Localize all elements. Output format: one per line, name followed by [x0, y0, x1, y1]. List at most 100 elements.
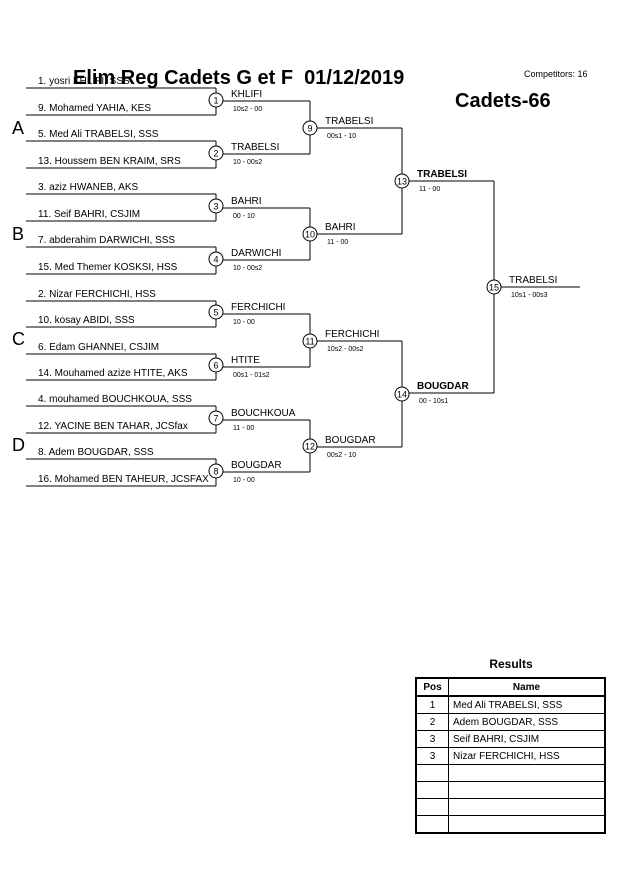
entry-label: 12. YACINE BEN TAHAR, JCSfax	[38, 421, 188, 432]
entry-label: 8. Adem BOUGDAR, SSS	[38, 447, 154, 458]
result-name	[448, 798, 606, 816]
match-winner-name: BOUCHKOUA	[231, 408, 296, 419]
match-score: 11 - 00	[327, 239, 348, 246]
match-number: 8	[213, 467, 218, 477]
match-number-circle	[208, 463, 224, 479]
match-winner-name: KHLIFI	[231, 89, 262, 100]
match-winner-name: BAHRI	[231, 196, 262, 207]
match-winner-name: TRABELSI	[417, 169, 467, 180]
entry-label: 6. Edam GHANNEI, CSJIM	[38, 342, 159, 353]
match-number-circle	[208, 410, 224, 426]
match-number: 12	[305, 442, 315, 452]
match-score: 10 - 00s2	[233, 265, 262, 272]
entry-label: 3. aziz HWANEB, AKS	[38, 182, 139, 193]
match-number: 15	[489, 283, 499, 293]
entry-label: 13. Houssem BEN KRAIM, SRS	[38, 156, 181, 167]
category-title: Cadets-66	[455, 90, 551, 112]
result-pos: 3	[415, 747, 449, 765]
match-score: 00s1 - 01s2	[233, 372, 270, 379]
pool-label: C	[12, 329, 25, 349]
entry-label: 1. yosri KHLIFI, SSS	[38, 76, 130, 87]
match-winner-name: HTITE	[231, 355, 260, 366]
match-winner-name: TRABELSI	[509, 275, 557, 286]
match-score: 10 - 00	[233, 319, 255, 326]
result-name: Med Ali TRABELSI, SSS	[448, 695, 606, 714]
results-header-name: Name	[448, 677, 606, 697]
match-number-circle	[208, 251, 224, 267]
match-score: 10 - 00s2	[233, 159, 262, 166]
match-number: 7	[213, 414, 218, 424]
results-title: Results	[489, 657, 533, 671]
match-number-circle	[394, 386, 410, 402]
match-number-circle	[302, 226, 318, 242]
match-winner-name: BOUGDAR	[231, 460, 282, 471]
match-score: 10s2 - 00s2	[327, 346, 364, 353]
match-winner-name: BOUGDAR	[325, 435, 376, 446]
match-number-circle	[302, 438, 318, 454]
match-number: 4	[213, 255, 218, 265]
entry-label: 15. Med Themer KOSKSI, HSS	[38, 262, 178, 273]
match-score: 00s1 - 10	[327, 133, 356, 140]
match-number-circle	[208, 357, 224, 373]
result-pos: 2	[415, 713, 449, 731]
match-number: 9	[307, 124, 312, 134]
match-score: 11 - 00	[233, 425, 254, 432]
result-name	[448, 781, 606, 799]
match-number-circle	[208, 304, 224, 320]
match-winner-name: BOUGDAR	[417, 381, 469, 392]
entry-label: 11. Seif BAHRI, CSJIM	[38, 209, 140, 220]
match-score: 00 - 10	[233, 213, 255, 220]
result-name	[448, 815, 606, 834]
match-score: 10s2 - 00	[233, 106, 262, 113]
result-pos	[415, 798, 449, 816]
match-winner-name: TRABELSI	[325, 116, 373, 127]
match-winner-name: FERCHICHI	[325, 329, 379, 340]
pool-label: A	[12, 118, 24, 138]
match-number: 2	[213, 149, 218, 159]
results-row	[415, 781, 606, 799]
entry-label: 9. Mohamed YAHIA, KES	[38, 103, 151, 114]
event-title-bar: Elim Reg Cadets G et F 01/12/2019 Cadets…	[0, 44, 630, 113]
entry-label: 7. abderahim DARWICHI, SSS	[38, 235, 175, 246]
match-score: 11 - 00	[419, 186, 440, 193]
result-name: Seif BAHRI, CSJIM	[448, 730, 606, 748]
match-number: 3	[213, 202, 218, 212]
event-title: Elim Reg Cadets G et F 01/12/2019	[73, 67, 405, 89]
result-name: Adem BOUGDAR, SSS	[448, 713, 606, 731]
results-row	[415, 798, 606, 816]
result-pos: 3	[415, 730, 449, 748]
match-score: 10s1 - 00s3	[511, 292, 548, 299]
match-winner-name: FERCHICHI	[231, 302, 285, 313]
result-pos	[415, 815, 449, 834]
match-number: 1	[213, 96, 218, 106]
match-number: 6	[213, 361, 218, 371]
result-pos	[415, 764, 449, 782]
result-pos: 1	[415, 695, 449, 714]
match-number-circle	[208, 198, 224, 214]
match-number: 14	[397, 390, 407, 400]
match-number-circle	[486, 279, 502, 295]
results-header-row: Pos Name	[415, 677, 606, 697]
entry-label: 2. Nizar FERCHICHI, HSS	[38, 289, 156, 300]
match-number-circle	[208, 145, 224, 161]
match-winner-name: DARWICHI	[231, 248, 281, 259]
match-number-circle	[302, 120, 318, 136]
match-number-circle	[302, 333, 318, 349]
result-name: Nizar FERCHICHI, HSS	[448, 747, 606, 765]
match-score: 00 - 10s1	[419, 398, 448, 405]
match-score: 10 - 00	[233, 477, 255, 484]
pool-label: D	[12, 435, 25, 455]
entry-label: 4. mouhamed BOUCHKOUA, SSS	[38, 394, 192, 405]
match-score: 00s2 - 10	[327, 452, 356, 459]
pool-label: B	[12, 224, 24, 244]
results-row	[415, 764, 606, 782]
match-winner-name: BAHRI	[325, 222, 356, 233]
result-name	[448, 764, 606, 782]
match-number-circle	[208, 92, 224, 108]
